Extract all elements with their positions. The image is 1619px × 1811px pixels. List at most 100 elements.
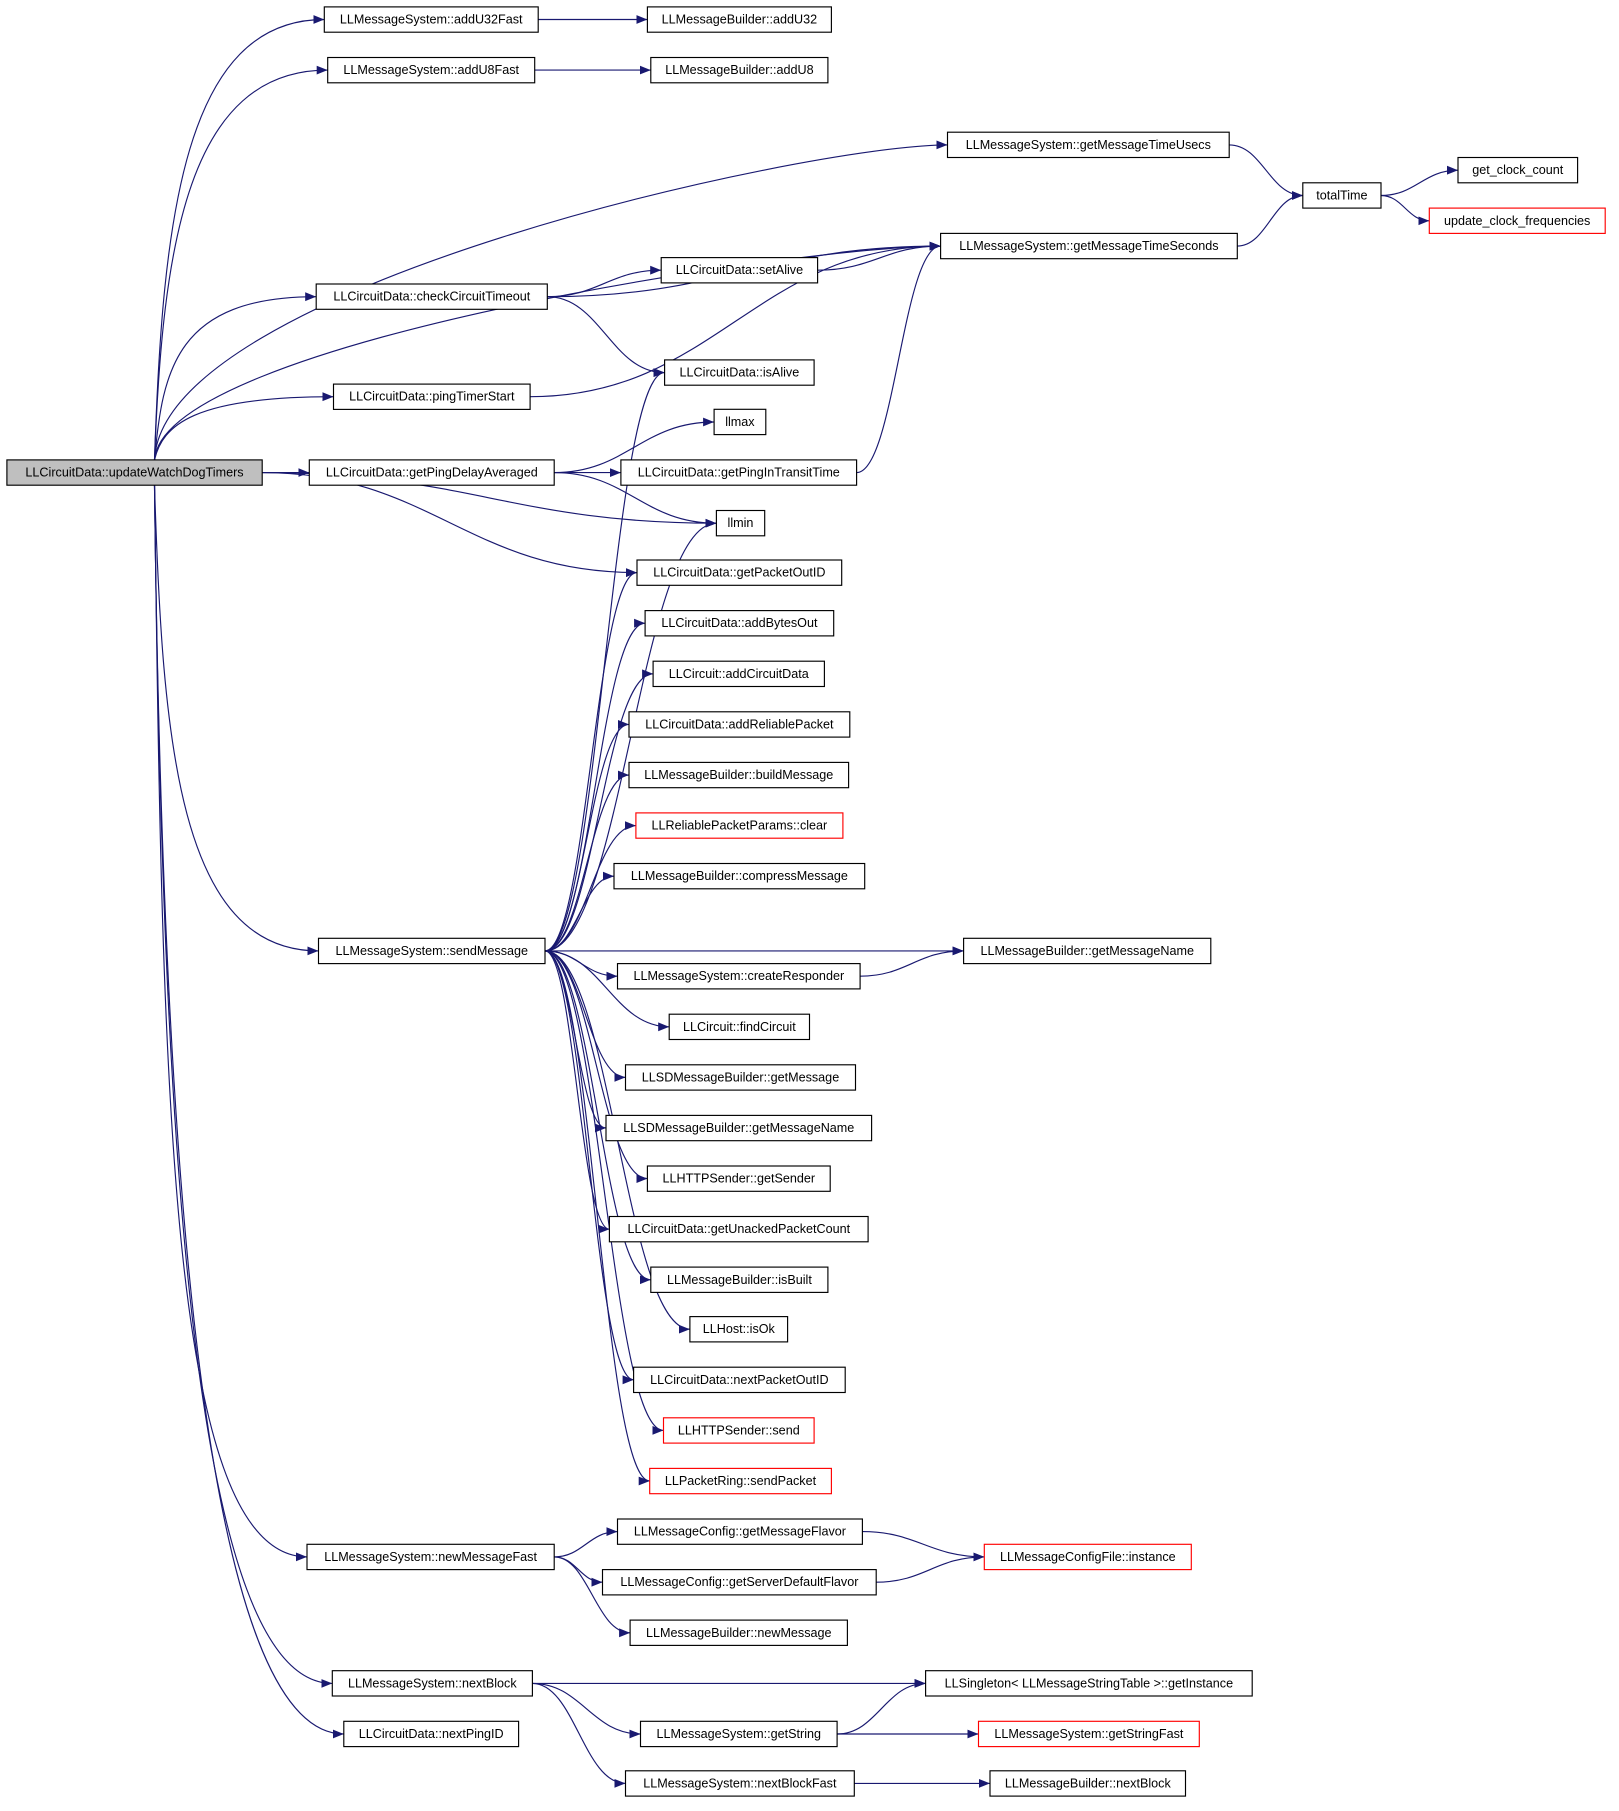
function-node-get-unacked[interactable]: LLCircuitData::getUnackedPacketCount [608, 1215, 869, 1243]
node-box [613, 862, 866, 890]
call-edge [876, 1552, 985, 1583]
function-node-add-circuit-data[interactable]: LLCircuit::addCircuitData [652, 660, 825, 688]
call-edge [544, 368, 665, 952]
function-node-add-u32[interactable]: LLMessageBuilder::addU32 [646, 6, 832, 33]
function-node-add-bytes-out[interactable]: LLCircuitData::addBytesOut [644, 610, 835, 637]
call-edge [544, 770, 630, 952]
function-node-next-block-fast[interactable]: LLMessageSystem::nextBlockFast [624, 1770, 855, 1797]
node-box [327, 56, 536, 84]
node-box [946, 131, 1230, 159]
call-edge [544, 720, 630, 952]
function-node-find-circuit[interactable]: LLCircuit::findCircuit [668, 1013, 811, 1041]
function-node-llmin[interactable]: llmin [715, 509, 766, 537]
node-label: LLMessageSystem::getMessageTimeUsecs [966, 138, 1211, 152]
node-box [1302, 182, 1382, 209]
call-edge [1380, 165, 1459, 197]
function-node-get-msg-flavor[interactable]: LLMessageConfig::getMessageFlavor [616, 1518, 863, 1545]
function-node-sd-get-message[interactable]: LLSDMessageBuilder::getMessage [624, 1064, 857, 1091]
node-label: LLCircuitData::getUnackedPacketCount [627, 1222, 850, 1236]
function-node-mb-next-block[interactable]: LLMessageBuilder::nextBlock [989, 1770, 1187, 1797]
node-label: LLReliablePacketParams::clear [652, 819, 828, 833]
node-label: LLCircuitData::nextPingID [359, 1727, 504, 1741]
node-box [646, 1165, 831, 1192]
node-label: LLMessageBuilder::newMessage [646, 1626, 832, 1640]
node-label: LLMessageSystem::getStringFast [994, 1727, 1183, 1741]
function-node-send-packet[interactable]: LLPacketRing::sendPacket [649, 1467, 832, 1495]
node-box [343, 1720, 520, 1748]
function-node-get-msg-time-seconds[interactable]: LLMessageSystem::getMessageTimeSeconds [940, 232, 1238, 260]
function-node-compress-message[interactable]: LLMessageBuilder::compressMessage [613, 862, 866, 890]
function-node-next-block[interactable]: LLMessageSystem::nextBlock [331, 1670, 533, 1697]
node-box [624, 1064, 857, 1091]
node-box [689, 1316, 789, 1343]
node-label: LLCircuitData::addReliablePacket [645, 717, 834, 731]
node-box [308, 459, 555, 486]
function-node-get-clock-count[interactable]: get_clock_count [1457, 156, 1579, 184]
node-label: LLPacketRing::sendPacket [665, 1474, 817, 1488]
function-node-get-string[interactable]: LLMessageSystem::getString [639, 1720, 838, 1748]
function-node-root[interactable]: LLCircuitData::updateWatchDogTimers [6, 459, 263, 486]
function-node-llmax[interactable]: llmax [713, 408, 767, 436]
node-label: update_clock_frequencies [1444, 214, 1590, 228]
function-node-cfg-instance[interactable]: LLMessageConfigFile::instance [983, 1543, 1192, 1571]
node-label: LLCircuitData::getPingDelayAveraged [326, 466, 538, 480]
node-box [317, 937, 546, 965]
node-label: LLMessageConfig::getMessageFlavor [634, 1525, 846, 1539]
node-box [608, 1215, 869, 1243]
function-node-get-server-flavor[interactable]: LLMessageConfig::getServerDefaultFlavor [601, 1569, 877, 1596]
function-node-new-message[interactable]: LLMessageBuilder::newMessage [629, 1619, 848, 1646]
function-node-ping-timer-start[interactable]: LLCircuitData::pingTimerStart [332, 383, 531, 410]
function-node-get-packet-out-id[interactable]: LLCircuitData::getPacketOutID [636, 559, 843, 586]
node-box [628, 711, 851, 738]
function-node-next-packet-out-id[interactable]: LLCircuitData::nextPacketOutID [633, 1366, 846, 1394]
function-node-add-u8-fast[interactable]: LLMessageSystem::addU8Fast [327, 56, 536, 84]
call-edge [1237, 191, 1303, 247]
function-node-new-message-fast[interactable]: LLMessageSystem::newMessageFast [306, 1543, 555, 1571]
node-label: LLHTTPSender::send [678, 1423, 800, 1437]
node-box [983, 1543, 1192, 1571]
function-node-next-ping-id[interactable]: LLCircuitData::nextPingID [343, 1720, 520, 1748]
function-node-total-time[interactable]: totalTime [1302, 182, 1382, 209]
function-node-clear[interactable]: LLReliablePacketParams::clear [635, 812, 844, 839]
node-box [331, 1670, 533, 1697]
function-node-check-circuit-timeout[interactable]: LLCircuitData::checkCircuitTimeout [315, 283, 548, 310]
node-box [650, 56, 829, 84]
function-node-set-alive[interactable]: LLCircuitData::setAlive [660, 257, 819, 284]
function-node-get-ping-in-transit-time[interactable]: LLCircuitData::getPingInTransitTime [620, 459, 858, 486]
function-node-update-clock-freq[interactable]: update_clock_frequencies [1428, 207, 1606, 234]
node-box [636, 559, 843, 586]
call-edge [544, 950, 648, 1183]
function-node-add-reliable-packet[interactable]: LLCircuitData::addReliablePacket [628, 711, 851, 738]
function-node-add-u32-fast[interactable]: LLMessageSystem::addU32Fast [323, 6, 539, 33]
call-edge [153, 485, 333, 1688]
node-label: LLMessageSystem::createResponder [633, 969, 844, 983]
node-box [1457, 156, 1579, 184]
function-node-create-responder[interactable]: LLMessageSystem::createResponder [616, 963, 861, 990]
function-node-is-built[interactable]: LLMessageBuilder::isBuilt [650, 1266, 829, 1293]
function-node-get-string-fast[interactable]: LLMessageSystem::getStringFast [977, 1720, 1200, 1748]
function-node-is-ok[interactable]: LLHost::isOk [689, 1316, 789, 1343]
function-node-is-alive[interactable]: LLCircuitData::isAlive [664, 359, 815, 386]
node-label: LLMessageConfigFile::instance [1000, 1550, 1176, 1564]
function-node-get-ping-delay-averaged[interactable]: LLCircuitData::getPingDelayAveraged [308, 459, 555, 486]
function-node-http-send[interactable]: LLHTTPSender::send [662, 1417, 815, 1444]
function-node-get-sender[interactable]: LLHTTPSender::getSender [646, 1165, 831, 1192]
function-node-get-msg-time-usecs[interactable]: LLMessageSystem::getMessageTimeUsecs [946, 131, 1230, 159]
node-label: LLMessageBuilder::nextBlock [1005, 1776, 1172, 1790]
function-node-send-message[interactable]: LLMessageSystem::sendMessage [317, 937, 546, 965]
function-node-build-message[interactable]: LLMessageBuilder::buildMessage [628, 761, 850, 789]
node-label: LLCircuitData::addBytesOut [661, 616, 818, 630]
node-box [977, 1720, 1200, 1748]
node-box [616, 963, 861, 990]
function-node-add-u8[interactable]: LLMessageBuilder::addU8 [650, 56, 829, 84]
function-node-get-instance[interactable]: LLSingleton< LLMessageStringTable >::get… [925, 1670, 1253, 1697]
function-node-sd-get-message-name[interactable]: LLSDMessageBuilder::getMessageName [605, 1114, 873, 1142]
node-label: LLMessageBuilder::getMessageName [980, 944, 1194, 958]
node-box [620, 459, 858, 486]
function-node-mb-get-message-name[interactable]: LLMessageBuilder::getMessageName [963, 937, 1212, 965]
node-label: LLMessageSystem::addU32Fast [340, 13, 523, 27]
node-box [660, 257, 819, 284]
node-box [940, 232, 1238, 260]
call-edge [544, 950, 651, 1285]
node-box [601, 1569, 877, 1596]
